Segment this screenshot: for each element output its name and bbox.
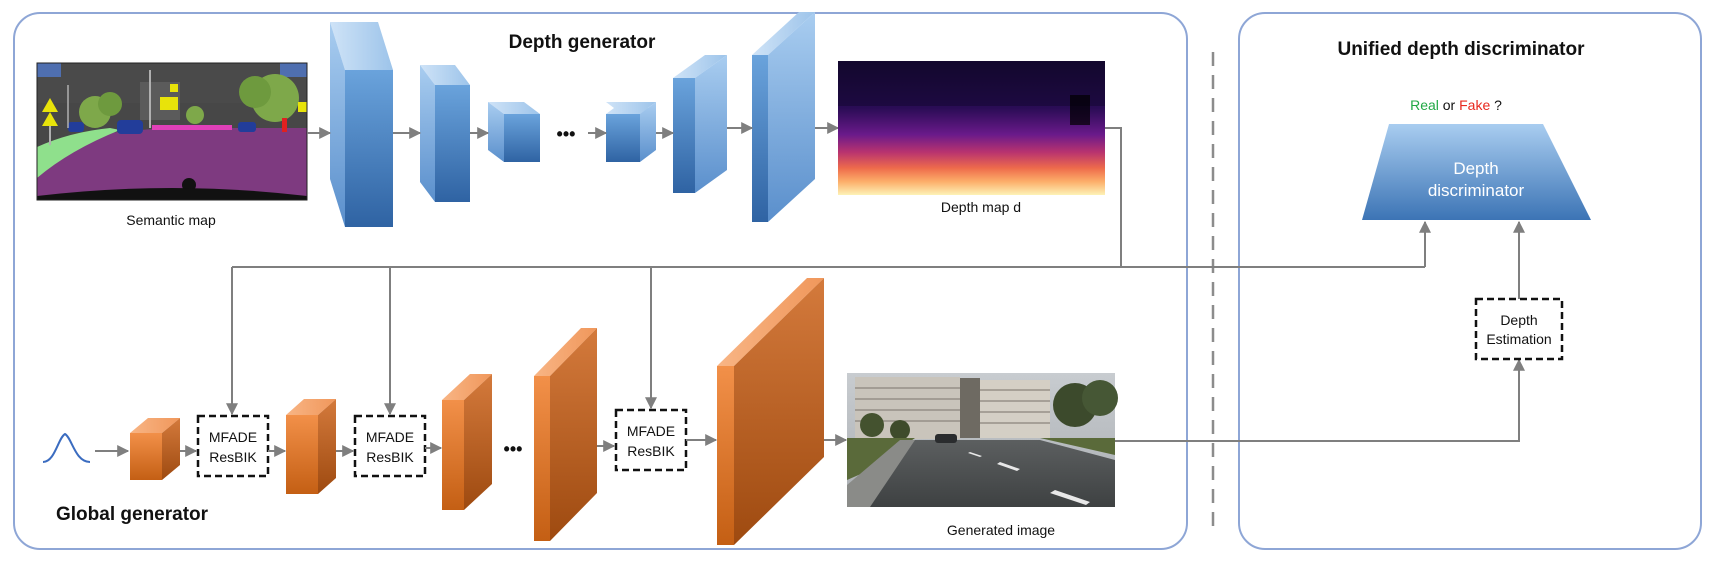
depth-decoder-block-3 [752,12,815,222]
mfade-resbik-block-1: MFADE ResBIK [196,414,270,478]
generated-image [847,373,1118,507]
semantic-map-label: Semantic map [126,212,216,228]
resbik-label: ResBIK [209,449,257,465]
fake-word: Fake [1459,97,1490,113]
depth-discriminator-box: Depth discriminator [1362,124,1591,220]
depth-estimation-line1: Depth [1500,312,1537,328]
mfade-label: MFADE [209,429,257,445]
global-encoder-block-1 [130,418,180,480]
generator-panel [13,12,1188,550]
gaussian-noise-icon [42,432,91,463]
depth-map-label: Depth map d [941,199,1021,215]
depth-ellipsis: ••• [557,124,576,144]
global-ellipsis: ••• [504,439,523,459]
mfade-resbik-block-2: MFADE ResBIK [353,414,427,478]
depth-map-image [838,61,1105,195]
depth-encoder-block-1 [330,22,393,227]
generated-image-label: Generated image [947,522,1055,538]
depth-decoder-block-2 [673,55,727,193]
global-encoder-block-2 [286,399,336,494]
depth-generator-arrows [307,122,840,139]
depth-encoder-block-2 [420,65,470,202]
depth-distribution-arrows [226,127,1431,416]
depth-estimation-line2: Estimation [1486,331,1551,347]
depth-discriminator-line2: discriminator [1428,181,1525,200]
discriminator-panel [1238,12,1702,550]
global-generator-title: Global generator [56,504,209,525]
depth-encoder-block-3 [488,102,540,162]
question-mark: ? [1490,97,1502,113]
or-word: or [1439,97,1459,113]
depth-discriminator-line1: Depth [1453,159,1498,178]
resbik-label: ResBIK [627,443,675,459]
depth-generator-title: Depth generator [509,32,656,53]
resbik-label: ResBIK [366,449,414,465]
depth-decoder-block-1 [606,102,656,162]
global-decoder-block-1 [534,328,597,541]
depth-estimation-box: Depth Estimation [1474,297,1564,361]
real-or-fake-question: Real or Fake ? [1410,97,1502,113]
generated-to-estimation-arrow [1115,358,1525,442]
global-encoder-block-3 [442,374,492,510]
discriminator-title: Unified depth discriminator [1337,39,1585,60]
mfade-resbik-block-3: MFADE ResBIK [614,408,688,472]
mfade-label: MFADE [627,423,675,439]
mfade-label: MFADE [366,429,414,445]
real-word: Real [1410,97,1439,113]
semantic-map-image [36,62,308,201]
global-decoder-block-2 [717,278,824,545]
